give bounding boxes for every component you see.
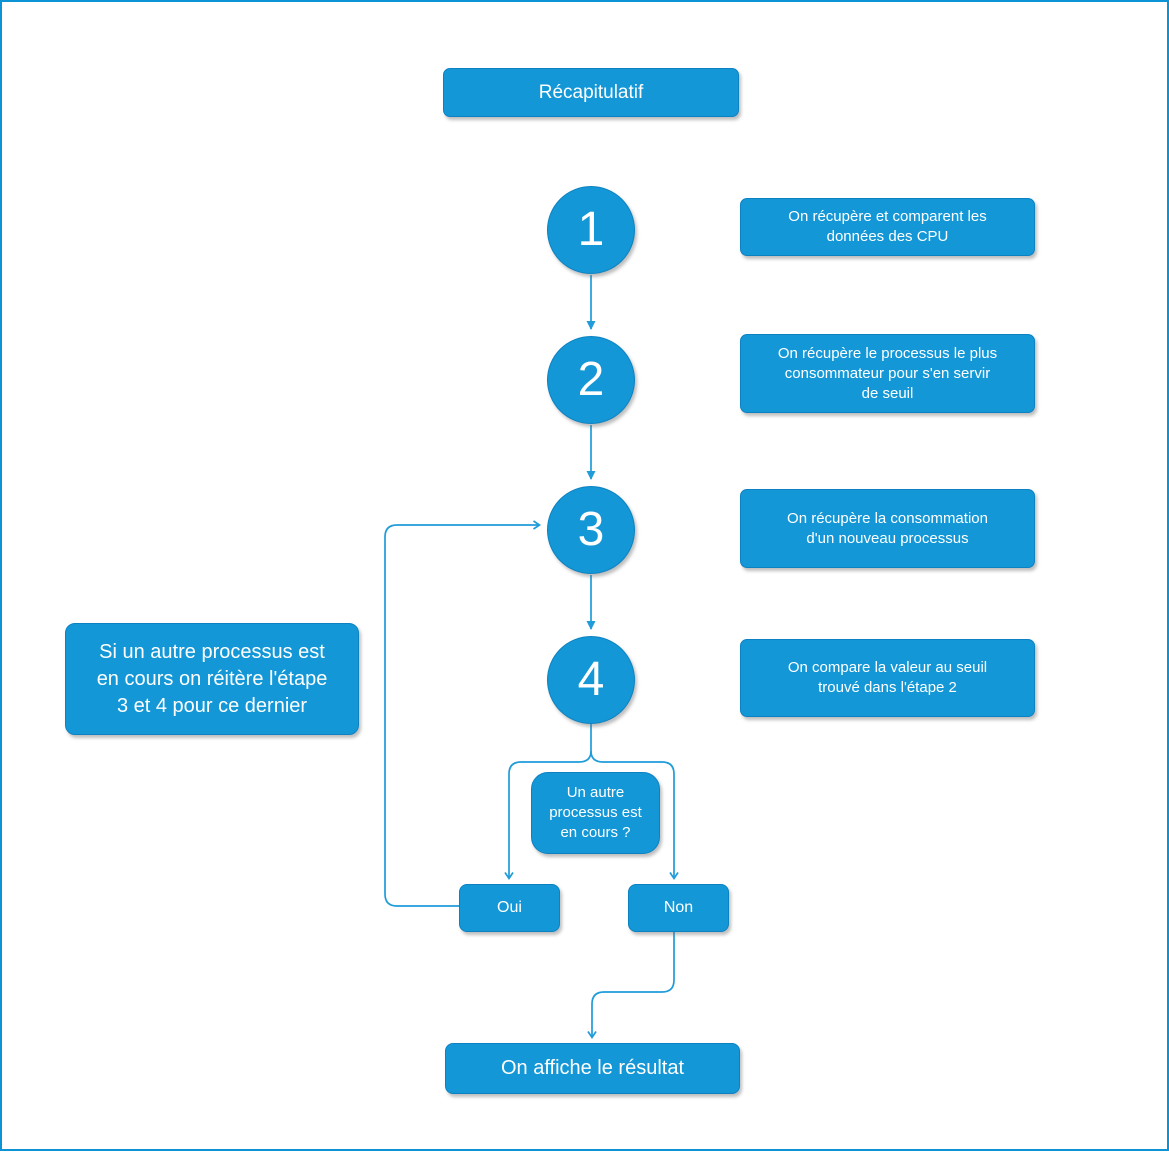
edge-no-to-result bbox=[587, 932, 675, 1040]
step-circle-4: 4 bbox=[547, 636, 635, 724]
title-node: Récapitulatif bbox=[443, 68, 739, 117]
step-description-1: On récupère et comparent les données des… bbox=[740, 198, 1035, 256]
edge-yes-loop-to-step3 bbox=[384, 520, 542, 907]
step-circle-1: 1 bbox=[547, 186, 635, 274]
step-description-4: On compare la valeur au seuil trouvé dan… bbox=[740, 639, 1035, 717]
step-description-3: On récupère la consommation d'un nouveau… bbox=[740, 489, 1035, 568]
step-description-2: On récupère le processus le plus consomm… bbox=[740, 334, 1035, 413]
decision-node: Un autre processus est en cours ? bbox=[531, 772, 660, 854]
step-circle-3: 3 bbox=[547, 486, 635, 574]
step-circle-2: 2 bbox=[547, 336, 635, 424]
decision-yes-node: Oui bbox=[459, 884, 560, 932]
result-node: On affiche le résultat bbox=[445, 1043, 740, 1094]
decision-no-node: Non bbox=[628, 884, 729, 932]
loop-note-node: Si un autre processus est en cours on ré… bbox=[65, 623, 359, 735]
